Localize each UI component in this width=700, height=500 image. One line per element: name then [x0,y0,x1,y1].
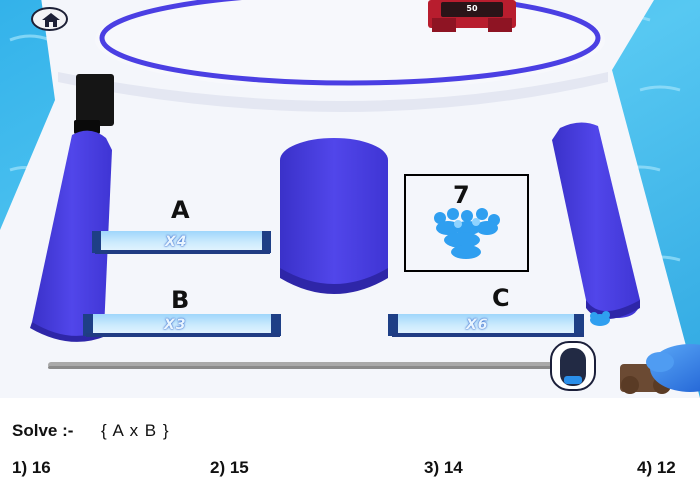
stray-figure [590,311,610,326]
crowd-figures [434,208,500,259]
gate-c [388,314,584,337]
question-prompt: Solve :- [12,421,74,440]
blue-cannon [620,344,700,394]
label-c: C [492,284,510,312]
platform-edge [58,72,608,112]
option-3[interactable]: 3) 14 [424,458,463,477]
scene-graphics [0,0,700,398]
gate-c-multiplier: X6 [466,317,489,333]
home-icon [42,13,60,27]
wall-center-edge [280,268,388,294]
black-post [74,74,114,134]
label-a: A [171,196,190,224]
game-scene: 50 A B C X4 X3 X6 7 [0,0,700,398]
question-expression: { A x B } [101,421,169,440]
crowd-count: 7 [453,181,470,209]
gate-b [83,314,281,337]
option-1[interactable]: 1) 16 [12,458,51,477]
gate-a [92,231,271,254]
gate-b-multiplier: X3 [164,317,187,333]
crowd-counter-box: 7 [404,174,529,272]
home-button[interactable] [31,7,68,31]
slider-rail-shadow [48,366,568,369]
wall-right [552,122,640,318]
circle-platform-ring [99,0,601,86]
question-panel: Solve :- { A x B } 1) 16 2) 15 3) 14 4) … [0,398,700,500]
enemy-crate-count: 50 [466,4,478,13]
label-b: B [171,286,190,314]
wall-center [280,138,388,290]
option-4[interactable]: 4) 12 [637,458,676,477]
capsule-launcher [550,341,596,391]
gate-a-multiplier: X4 [165,234,188,250]
enemy-crate [428,0,516,32]
wall-left [32,130,112,338]
option-2[interactable]: 2) 15 [210,458,249,477]
